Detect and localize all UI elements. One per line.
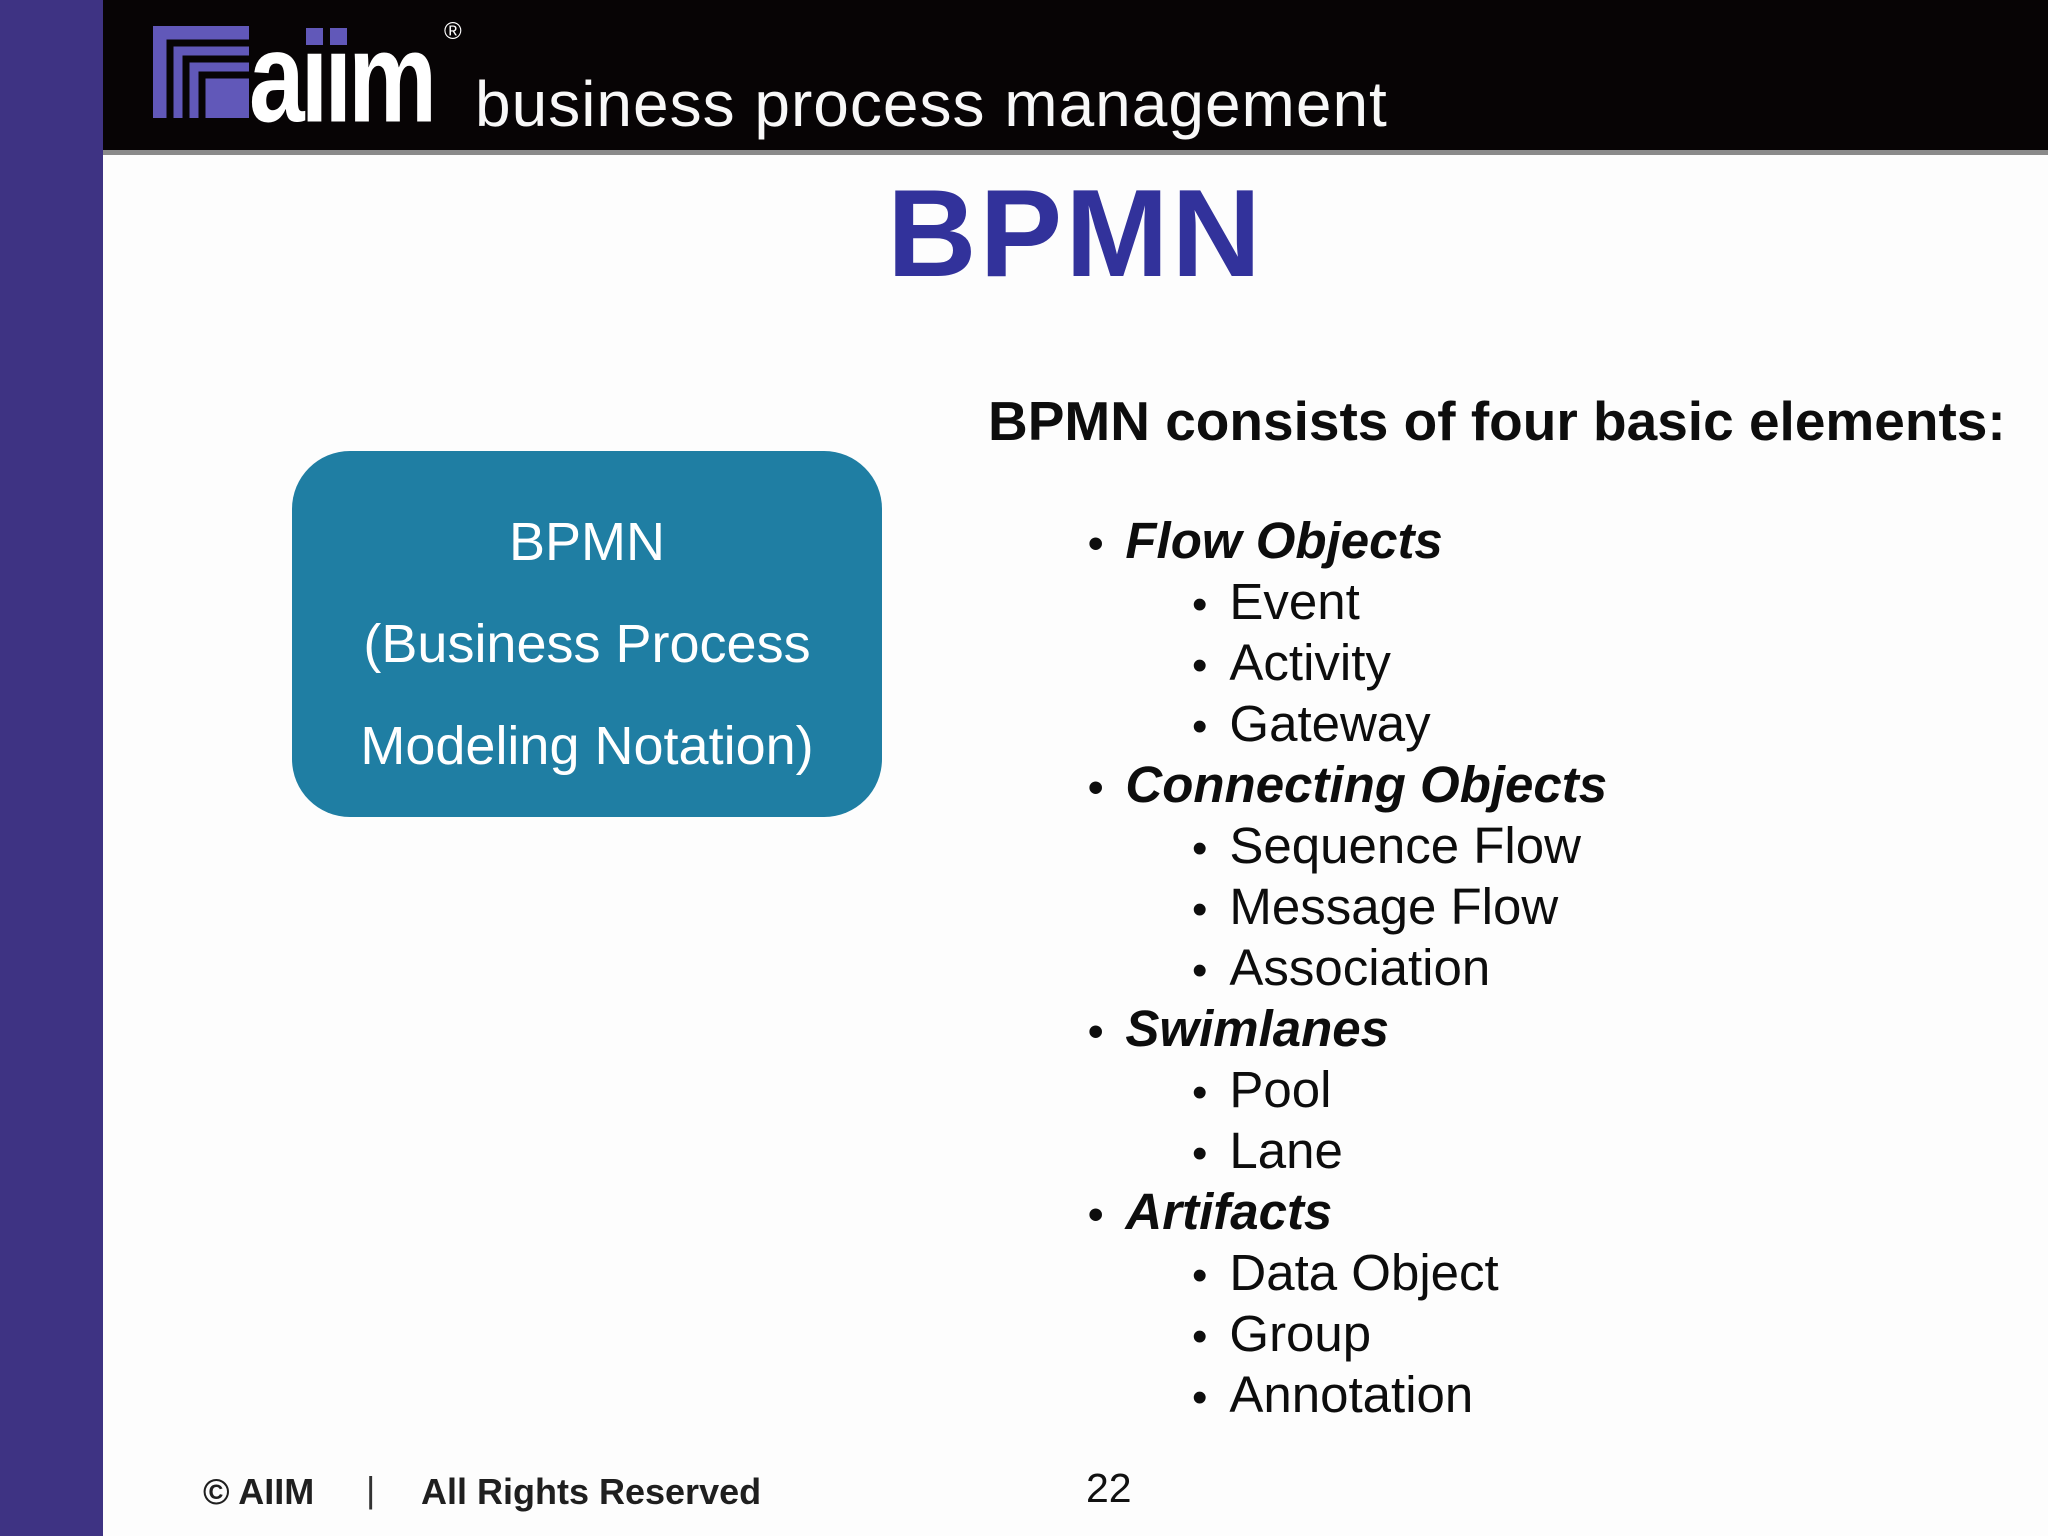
list-item-label: Swimlanes bbox=[1125, 1000, 1390, 1057]
list-item-label: Connecting Objects bbox=[1125, 756, 1608, 813]
list-item-label: Message Flow bbox=[1229, 878, 1559, 935]
page-number: 22 bbox=[1086, 1465, 1132, 1511]
bullet-icon: • bbox=[1088, 763, 1104, 812]
list-item-label: Association bbox=[1229, 939, 1491, 996]
bullet-icon: • bbox=[1192, 1068, 1208, 1117]
list-item-data-object: • Data Object bbox=[0, 1242, 2048, 1303]
bullet-icon: • bbox=[1192, 580, 1208, 629]
list-item-pool: • Pool bbox=[0, 1059, 2048, 1120]
list-item-flow-objects: • Flow Objects bbox=[0, 510, 2048, 571]
list-item-annotation: • Annotation bbox=[0, 1364, 2048, 1425]
list-item-label: Gateway bbox=[1229, 695, 1431, 752]
list-item-lane: • Lane bbox=[0, 1120, 2048, 1181]
header-tagline: business process management bbox=[475, 68, 1388, 140]
bullet-icon: • bbox=[1192, 1129, 1208, 1178]
bullet-icon: • bbox=[1088, 1007, 1104, 1056]
bullet-icon: • bbox=[1192, 824, 1208, 873]
bullet-icon: • bbox=[1192, 702, 1208, 751]
concept-box-line: Modeling Notation) bbox=[360, 716, 814, 776]
list-item-event: • Event bbox=[0, 571, 2048, 632]
list-item-connecting-objects: • Connecting Objects bbox=[0, 754, 2048, 815]
list-item-label: Lane bbox=[1229, 1122, 1343, 1179]
concept-box-line: (Business Process bbox=[363, 614, 811, 674]
logo-i-dot-icon bbox=[306, 28, 323, 45]
bpmn-concept-box: BPMN (Business Process Modeling Notation… bbox=[292, 451, 882, 817]
list-item-sequence-flow: • Sequence Flow bbox=[0, 815, 2048, 876]
list-item-label: Flow Objects bbox=[1125, 512, 1443, 569]
bullet-icon: • bbox=[1088, 1190, 1104, 1239]
bullet-icon: • bbox=[1192, 641, 1208, 690]
left-accent-stripe bbox=[0, 0, 103, 1536]
rights-reserved-text: All Rights Reserved bbox=[421, 1471, 762, 1512]
bullet-icon: • bbox=[1088, 519, 1104, 568]
bullet-icon: • bbox=[1192, 1251, 1208, 1300]
header-bar: aiim ® business process management bbox=[103, 0, 2048, 155]
slide-title: BPMN bbox=[886, 165, 1265, 303]
concept-box-line: BPMN bbox=[508, 512, 665, 572]
bullet-icon: • bbox=[1192, 1312, 1208, 1361]
copyright-text: © AIIM bbox=[203, 1471, 315, 1512]
list-item-label: Artifacts bbox=[1125, 1183, 1333, 1240]
registered-trademark-mark: ® bbox=[444, 18, 462, 45]
aiim-nested-squares-icon bbox=[153, 26, 249, 118]
list-item-group: • Group bbox=[0, 1303, 2048, 1364]
bullet-icon: • bbox=[1192, 1373, 1208, 1422]
list-item-message-flow: • Message Flow bbox=[0, 876, 2048, 937]
list-item-label: Group bbox=[1229, 1305, 1372, 1362]
list-item-label: Event bbox=[1229, 573, 1360, 630]
list-item-activity: • Activity bbox=[0, 632, 2048, 693]
bullet-icon: • bbox=[1192, 946, 1208, 995]
list-item-gateway: • Gateway bbox=[0, 693, 2048, 754]
list-item-label: Annotation bbox=[1229, 1366, 1474, 1423]
footer-divider: | bbox=[366, 1469, 376, 1510]
logo-i-dot-icon bbox=[330, 28, 347, 45]
list-item-artifacts: • Artifacts bbox=[0, 1181, 2048, 1242]
list-item-label: Pool bbox=[1229, 1061, 1332, 1118]
list-item-swimlanes: • Swimlanes bbox=[0, 998, 2048, 1059]
list-item-label: Sequence Flow bbox=[1229, 817, 1581, 874]
bullet-icon: • bbox=[1192, 885, 1208, 934]
elements-heading: BPMN consists of four basic elements: bbox=[988, 390, 2006, 452]
list-item-label: Activity bbox=[1229, 634, 1391, 691]
list-item-association: • Association bbox=[0, 937, 2048, 998]
elements-bullet-list: •Flow Objects •Event •Activity •Gateway … bbox=[0, 510, 2048, 1425]
list-item-label: Data Object bbox=[1229, 1244, 1499, 1301]
